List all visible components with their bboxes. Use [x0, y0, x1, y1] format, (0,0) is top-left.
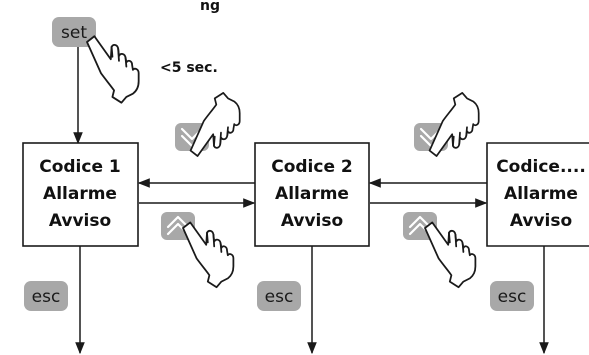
box1-line2: Allarme [43, 184, 117, 204]
code-box-1: Codice 1 Allarme Avviso [22, 142, 139, 247]
box1-line1: Codice 1 [39, 157, 121, 177]
set-button[interactable]: set [52, 17, 96, 47]
box2-line1: Codice 2 [271, 157, 353, 177]
esc-button-3[interactable]: esc [490, 281, 534, 311]
timing-note: <5 sec. [160, 60, 218, 76]
hand-press-set-icon [86, 35, 140, 104]
hand-press-up-2-icon [424, 221, 477, 289]
diagram-title: ng [200, 0, 220, 14]
code-box-3: Codice.... Allarme Avviso [486, 142, 589, 247]
code-box-2: Codice 2 Allarme Avviso [254, 142, 370, 247]
box3-line1: Codice.... [496, 157, 586, 177]
box3-line2: Allarme [504, 184, 578, 204]
esc-button-1[interactable]: esc [24, 281, 68, 311]
esc-button-3-label: esc [498, 287, 527, 307]
box3-line3: Avviso [510, 211, 572, 231]
set-button-label: set [61, 23, 87, 43]
hand-press-up-1-icon [182, 221, 235, 289]
esc-button-1-label: esc [32, 287, 61, 307]
esc-button-2-label: esc [265, 287, 294, 307]
box1-line3: Avviso [49, 211, 111, 231]
box2-line3: Avviso [281, 211, 343, 231]
esc-button-2[interactable]: esc [257, 281, 301, 311]
box2-line2: Allarme [275, 184, 349, 204]
